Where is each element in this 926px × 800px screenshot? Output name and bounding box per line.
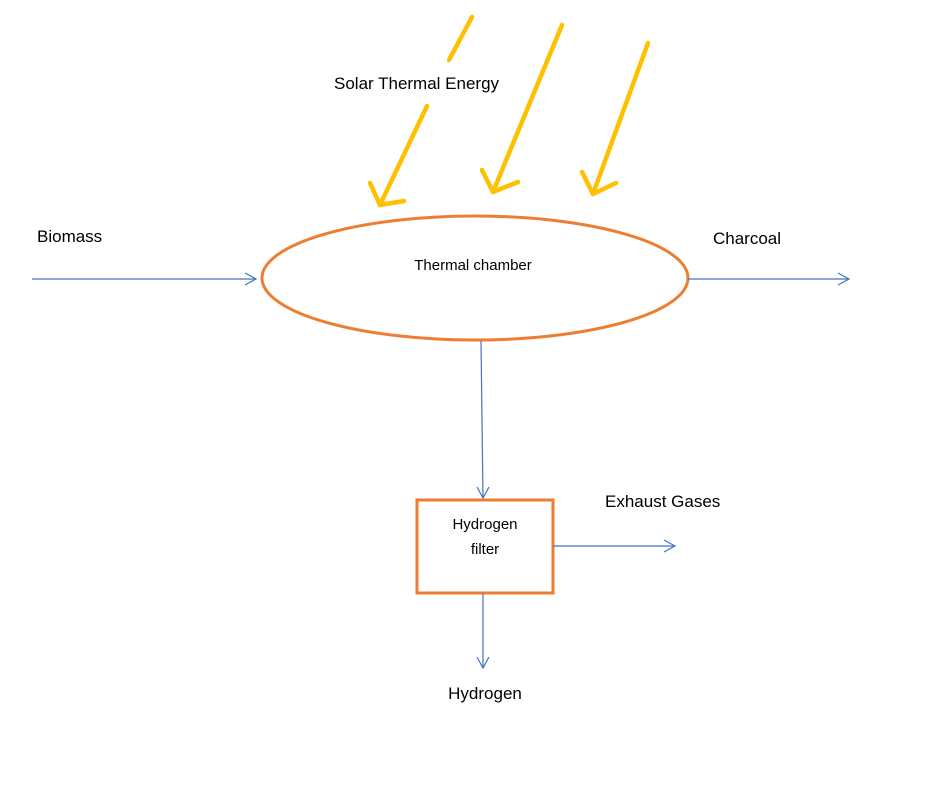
solar-arrows bbox=[367, 14, 651, 208]
biomass-label: Biomass bbox=[37, 227, 103, 246]
hydrogen-output-arrow bbox=[476, 593, 490, 670]
chamber-to-filter-arrow bbox=[476, 340, 490, 500]
thermal-chamber-shape bbox=[260, 214, 690, 342]
biomass-arrow bbox=[32, 272, 258, 286]
hydrogen-filter-label: Hydrogen filter bbox=[417, 500, 553, 593]
solar-arrow-1 bbox=[367, 14, 475, 208]
exhaust-gases-label: Exhaust Gases bbox=[605, 492, 721, 511]
charcoal-label: Charcoal bbox=[713, 229, 782, 248]
solar-arrow-2 bbox=[479, 22, 565, 195]
thermal-chamber-label: Thermal chamber bbox=[414, 257, 532, 274]
solar-thermal-energy-label: Solar Thermal Energy bbox=[334, 74, 500, 93]
hydrogen-filter-label-line1: Hydrogen bbox=[452, 516, 518, 533]
charcoal-arrow bbox=[688, 272, 851, 286]
exhaust-arrow bbox=[553, 539, 677, 553]
flow-arrows bbox=[32, 272, 851, 670]
hydrogen-filter-label-line2: filter bbox=[470, 541, 500, 558]
hydrogen-output-label: Hydrogen bbox=[448, 684, 522, 703]
solar-arrow-3 bbox=[579, 40, 651, 197]
